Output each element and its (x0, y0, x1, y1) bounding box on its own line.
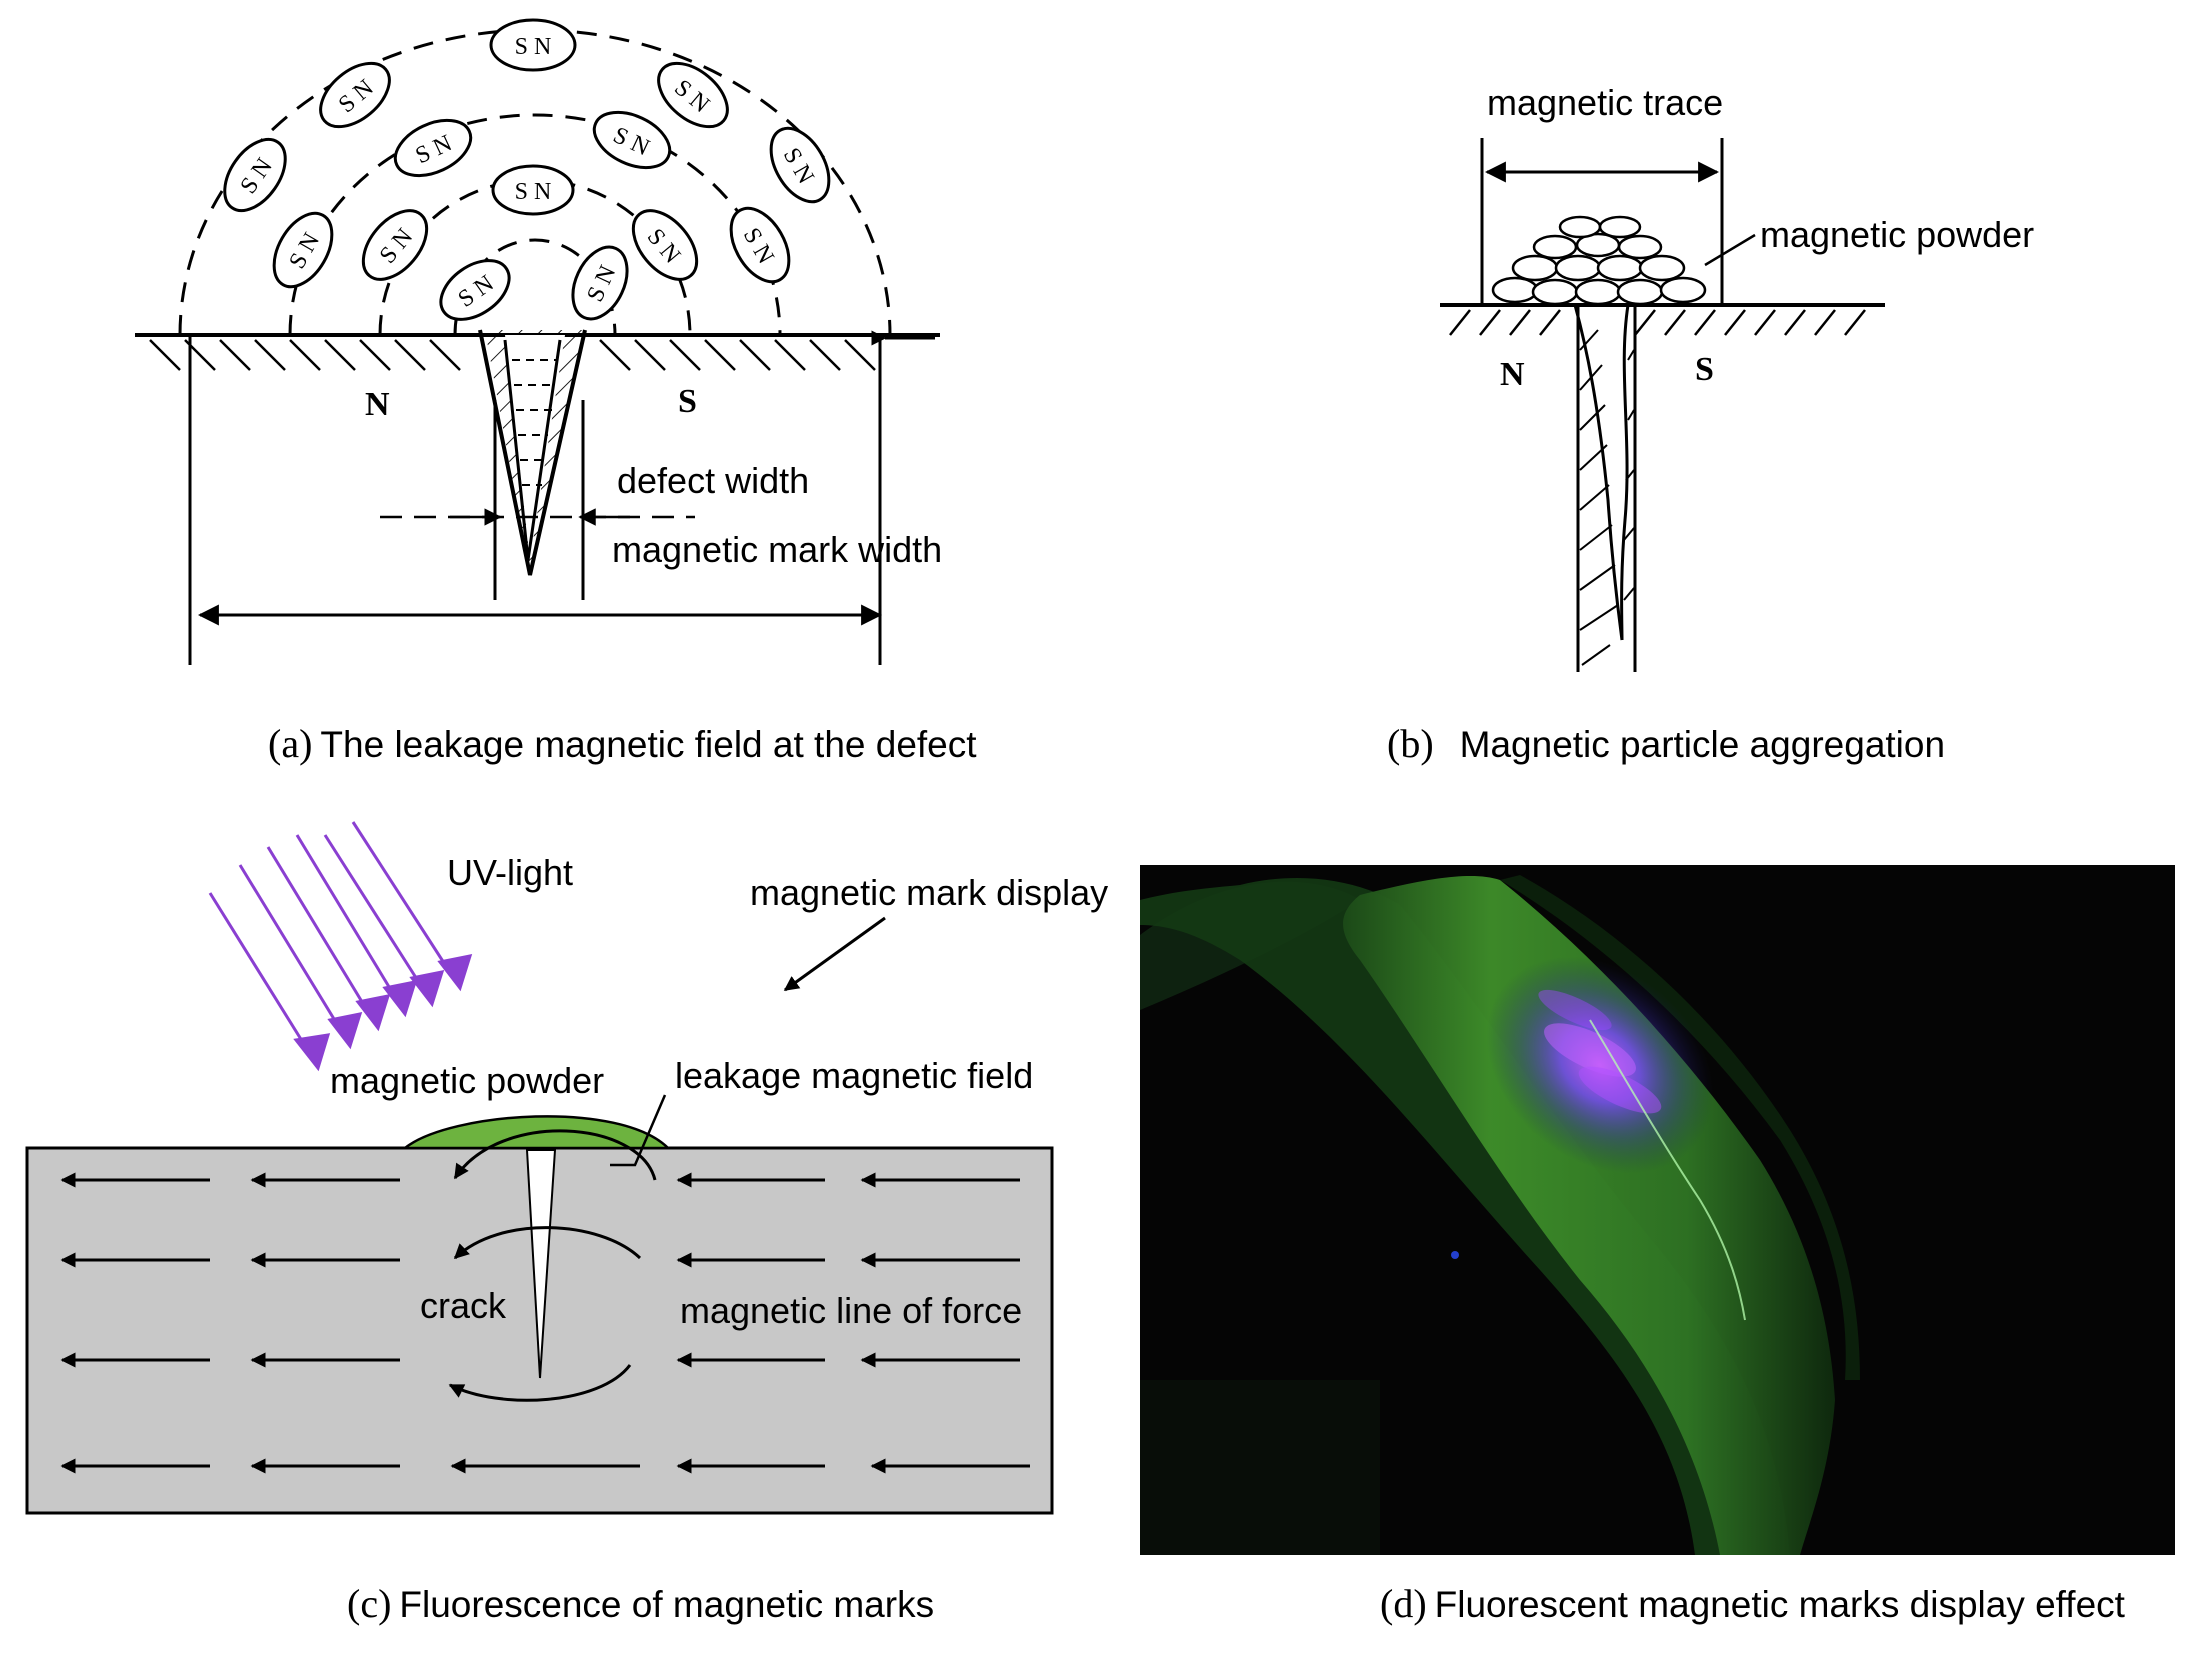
panel-b: magnetic trace magnetic powder (1387, 82, 2034, 766)
label-crack: crack (420, 1285, 507, 1326)
caption-c: (c)Fluorescence of magnetic marks (347, 1581, 934, 1626)
caption-d: (d)Fluorescent magnetic marks display ef… (1380, 1581, 2126, 1626)
surface-hatching-b (1449, 309, 1866, 336)
uv-rays (208, 821, 473, 1072)
powder-pile (1491, 215, 1707, 306)
panel-d: (d)Fluorescent magnetic marks display ef… (1140, 865, 2175, 1626)
field-arrows (60, 1172, 1030, 1474)
label-leakage-field: leakage magnetic field (675, 1055, 1033, 1096)
defect-crack (380, 329, 695, 600)
label-magnetic-powder-c: magnetic powder (330, 1060, 604, 1101)
panel-c: UV-light magnetic mark display (25, 821, 1108, 1626)
label-mark-display: magnetic mark display (750, 872, 1108, 913)
label-defect-width: defect width (617, 460, 809, 501)
curved-field-lines (448, 1129, 657, 1402)
panel-a: S N S N S N S N S N S N S N S N S N S N … (135, 18, 977, 766)
pole-s-b: S (1695, 351, 1714, 388)
label-magnetic-trace: magnetic trace (1487, 82, 1723, 123)
pole-n: N (365, 386, 390, 423)
label-magnetic-powder-b: magnetic powder (1760, 214, 2034, 255)
caption-b: (b)Magnetic particle aggregation (1387, 721, 1945, 766)
fluorescence-photo (1140, 875, 1860, 1555)
label-uv-light: UV-light (447, 852, 573, 893)
dipole-label: S N (515, 34, 552, 60)
surface-hatching (149, 339, 876, 371)
label-magnetic-mark-width: magnetic mark width (612, 529, 942, 570)
crack-c (525, 1149, 557, 1379)
pole-n-b: N (1500, 356, 1525, 393)
dipoles: S N S N S N S N S N S N S N S N S N S N … (223, 18, 831, 321)
pole-s: S (678, 383, 697, 420)
crack-b (1573, 304, 1637, 672)
dipole-label: S N (515, 179, 552, 205)
label-line-of-force: magnetic line of force (680, 1290, 1022, 1331)
caption-a: (a)The leakage magnetic field at the def… (268, 721, 977, 766)
